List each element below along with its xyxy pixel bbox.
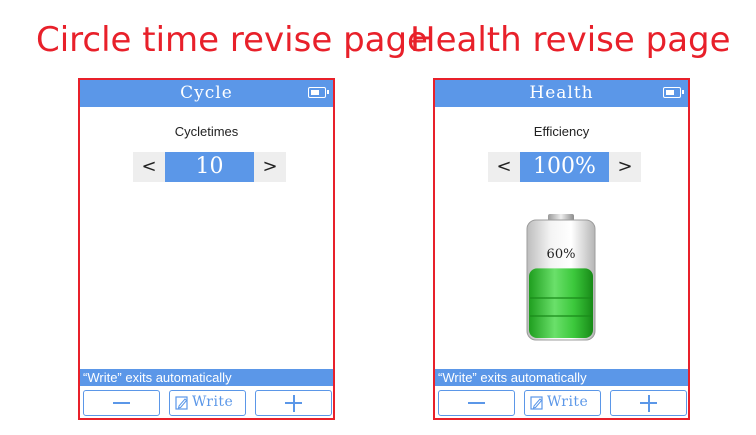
write-button[interactable]: Write bbox=[524, 390, 601, 416]
decrease-button[interactable] bbox=[438, 390, 515, 416]
value-display: 10 bbox=[165, 152, 254, 182]
write-button[interactable]: Write bbox=[169, 390, 246, 416]
chevron-left-icon[interactable]: < bbox=[141, 156, 157, 177]
write-label: Write bbox=[547, 394, 589, 410]
plus-icon-vertical bbox=[292, 394, 295, 412]
page-heading-cycle: Circle time revise page bbox=[36, 20, 428, 60]
battery-illustration: 60% bbox=[526, 214, 596, 341]
increase-button[interactable] bbox=[610, 390, 687, 416]
screen-title: Health bbox=[529, 83, 594, 103]
hint-bar: “Write” exits automatically bbox=[80, 369, 333, 386]
minus-icon bbox=[113, 402, 130, 404]
minus-icon bbox=[468, 402, 485, 404]
value-selector: < 100% > bbox=[488, 152, 641, 182]
field-label: Cycletimes bbox=[174, 124, 239, 139]
battery-fill-level bbox=[529, 268, 593, 338]
decrease-button[interactable] bbox=[83, 390, 160, 416]
page-heading-health: Health revise page bbox=[410, 20, 731, 60]
value-selector: < 10 > bbox=[133, 152, 286, 182]
chevron-left-icon[interactable]: < bbox=[496, 156, 512, 177]
chevron-right-icon[interactable]: > bbox=[617, 156, 633, 177]
write-label: Write bbox=[192, 394, 234, 410]
chevron-right-icon[interactable]: > bbox=[262, 156, 278, 177]
increase-button[interactable] bbox=[255, 390, 332, 416]
hint-bar: “Write” exits automatically bbox=[435, 369, 688, 386]
cycle-screen: Cycle Cycletimes < 10 > “Write” exits au… bbox=[78, 78, 335, 420]
edit-icon bbox=[530, 396, 543, 410]
battery-level-label: 60% bbox=[547, 247, 576, 262]
battery-status-icon bbox=[308, 87, 329, 98]
titlebar: Health bbox=[435, 80, 688, 107]
field-label: Efficiency bbox=[533, 124, 590, 139]
titlebar: Cycle bbox=[80, 80, 333, 107]
battery-status-icon bbox=[663, 87, 684, 98]
value-display: 100% bbox=[520, 152, 609, 182]
plus-icon-vertical bbox=[647, 394, 650, 412]
health-screen: Health Efficiency < 100% > bbox=[433, 78, 690, 420]
screen-title: Cycle bbox=[180, 83, 233, 103]
edit-icon bbox=[175, 396, 188, 410]
